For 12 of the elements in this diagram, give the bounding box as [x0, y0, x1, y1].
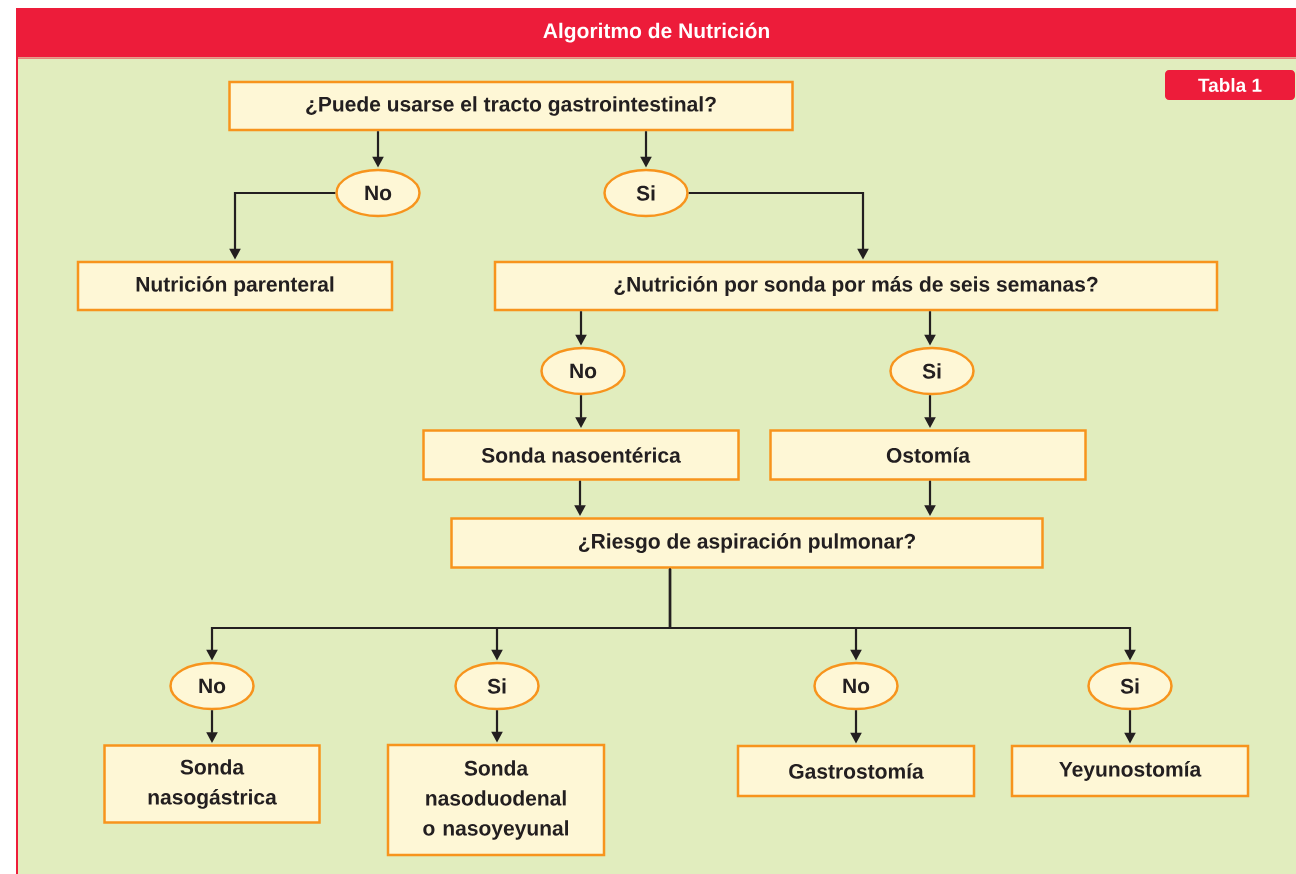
- title-banner: Algoritmo de Nutrición: [16, 8, 1296, 57]
- result-box: Sonda nasoduodenal o nasoyeyunal: [386, 743, 606, 857]
- table-badge: Tabla 1: [1165, 70, 1295, 100]
- question-box: ¿Nutrición por sonda por más de seis semanas?: [493, 260, 1219, 312]
- question-box: ¿Puede usarse el tracto gastrointestinal?: [228, 80, 794, 132]
- result-box: Sonda nasogástrica: [103, 744, 321, 824]
- result-box: Yeyunostomía: [1010, 744, 1250, 798]
- result-box: Ostomía: [769, 429, 1087, 481]
- question-box: ¿Riesgo de aspiración pulmonar?: [450, 517, 1044, 569]
- result-box: Nutrición parenteral: [76, 260, 394, 312]
- result-box: Sonda nasoentérica: [422, 429, 740, 481]
- result-box: Gastrostomía: [736, 744, 976, 798]
